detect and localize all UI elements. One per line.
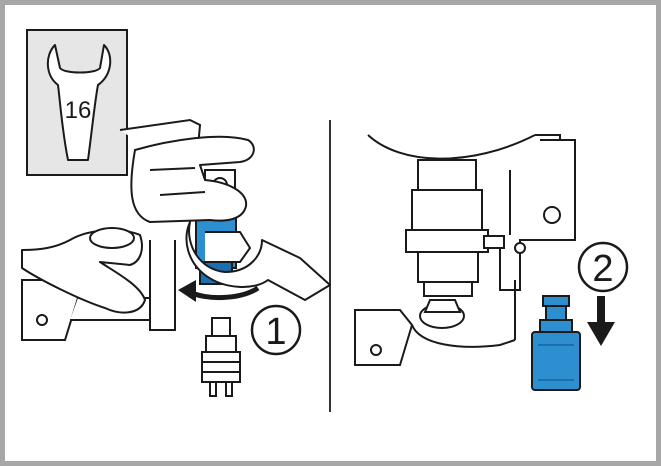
blue-valve-part-removed	[531, 295, 581, 391]
wrench-size-label: 16	[65, 97, 92, 124]
step-2-panel: 2	[354, 134, 629, 391]
step-1-badge: 1	[250, 304, 302, 356]
hand-lower	[21, 227, 146, 314]
down-arrow-icon	[587, 296, 615, 346]
fitting-part-left	[201, 317, 241, 397]
rotate-arrow-icon	[178, 280, 260, 302]
step-1-number: 1	[265, 311, 286, 353]
wrench-icon	[46, 44, 112, 161]
valve-column	[405, 159, 505, 297]
tool-box: 16	[26, 29, 128, 176]
hand-upper	[130, 135, 255, 223]
open-end-wrench	[185, 221, 331, 301]
mount-bracket-right	[354, 280, 516, 366]
mount-plate-right	[499, 139, 576, 291]
step-2-badge: 2	[577, 241, 629, 293]
step-1-panel: 1	[21, 118, 331, 397]
step-2-number: 2	[592, 248, 613, 290]
